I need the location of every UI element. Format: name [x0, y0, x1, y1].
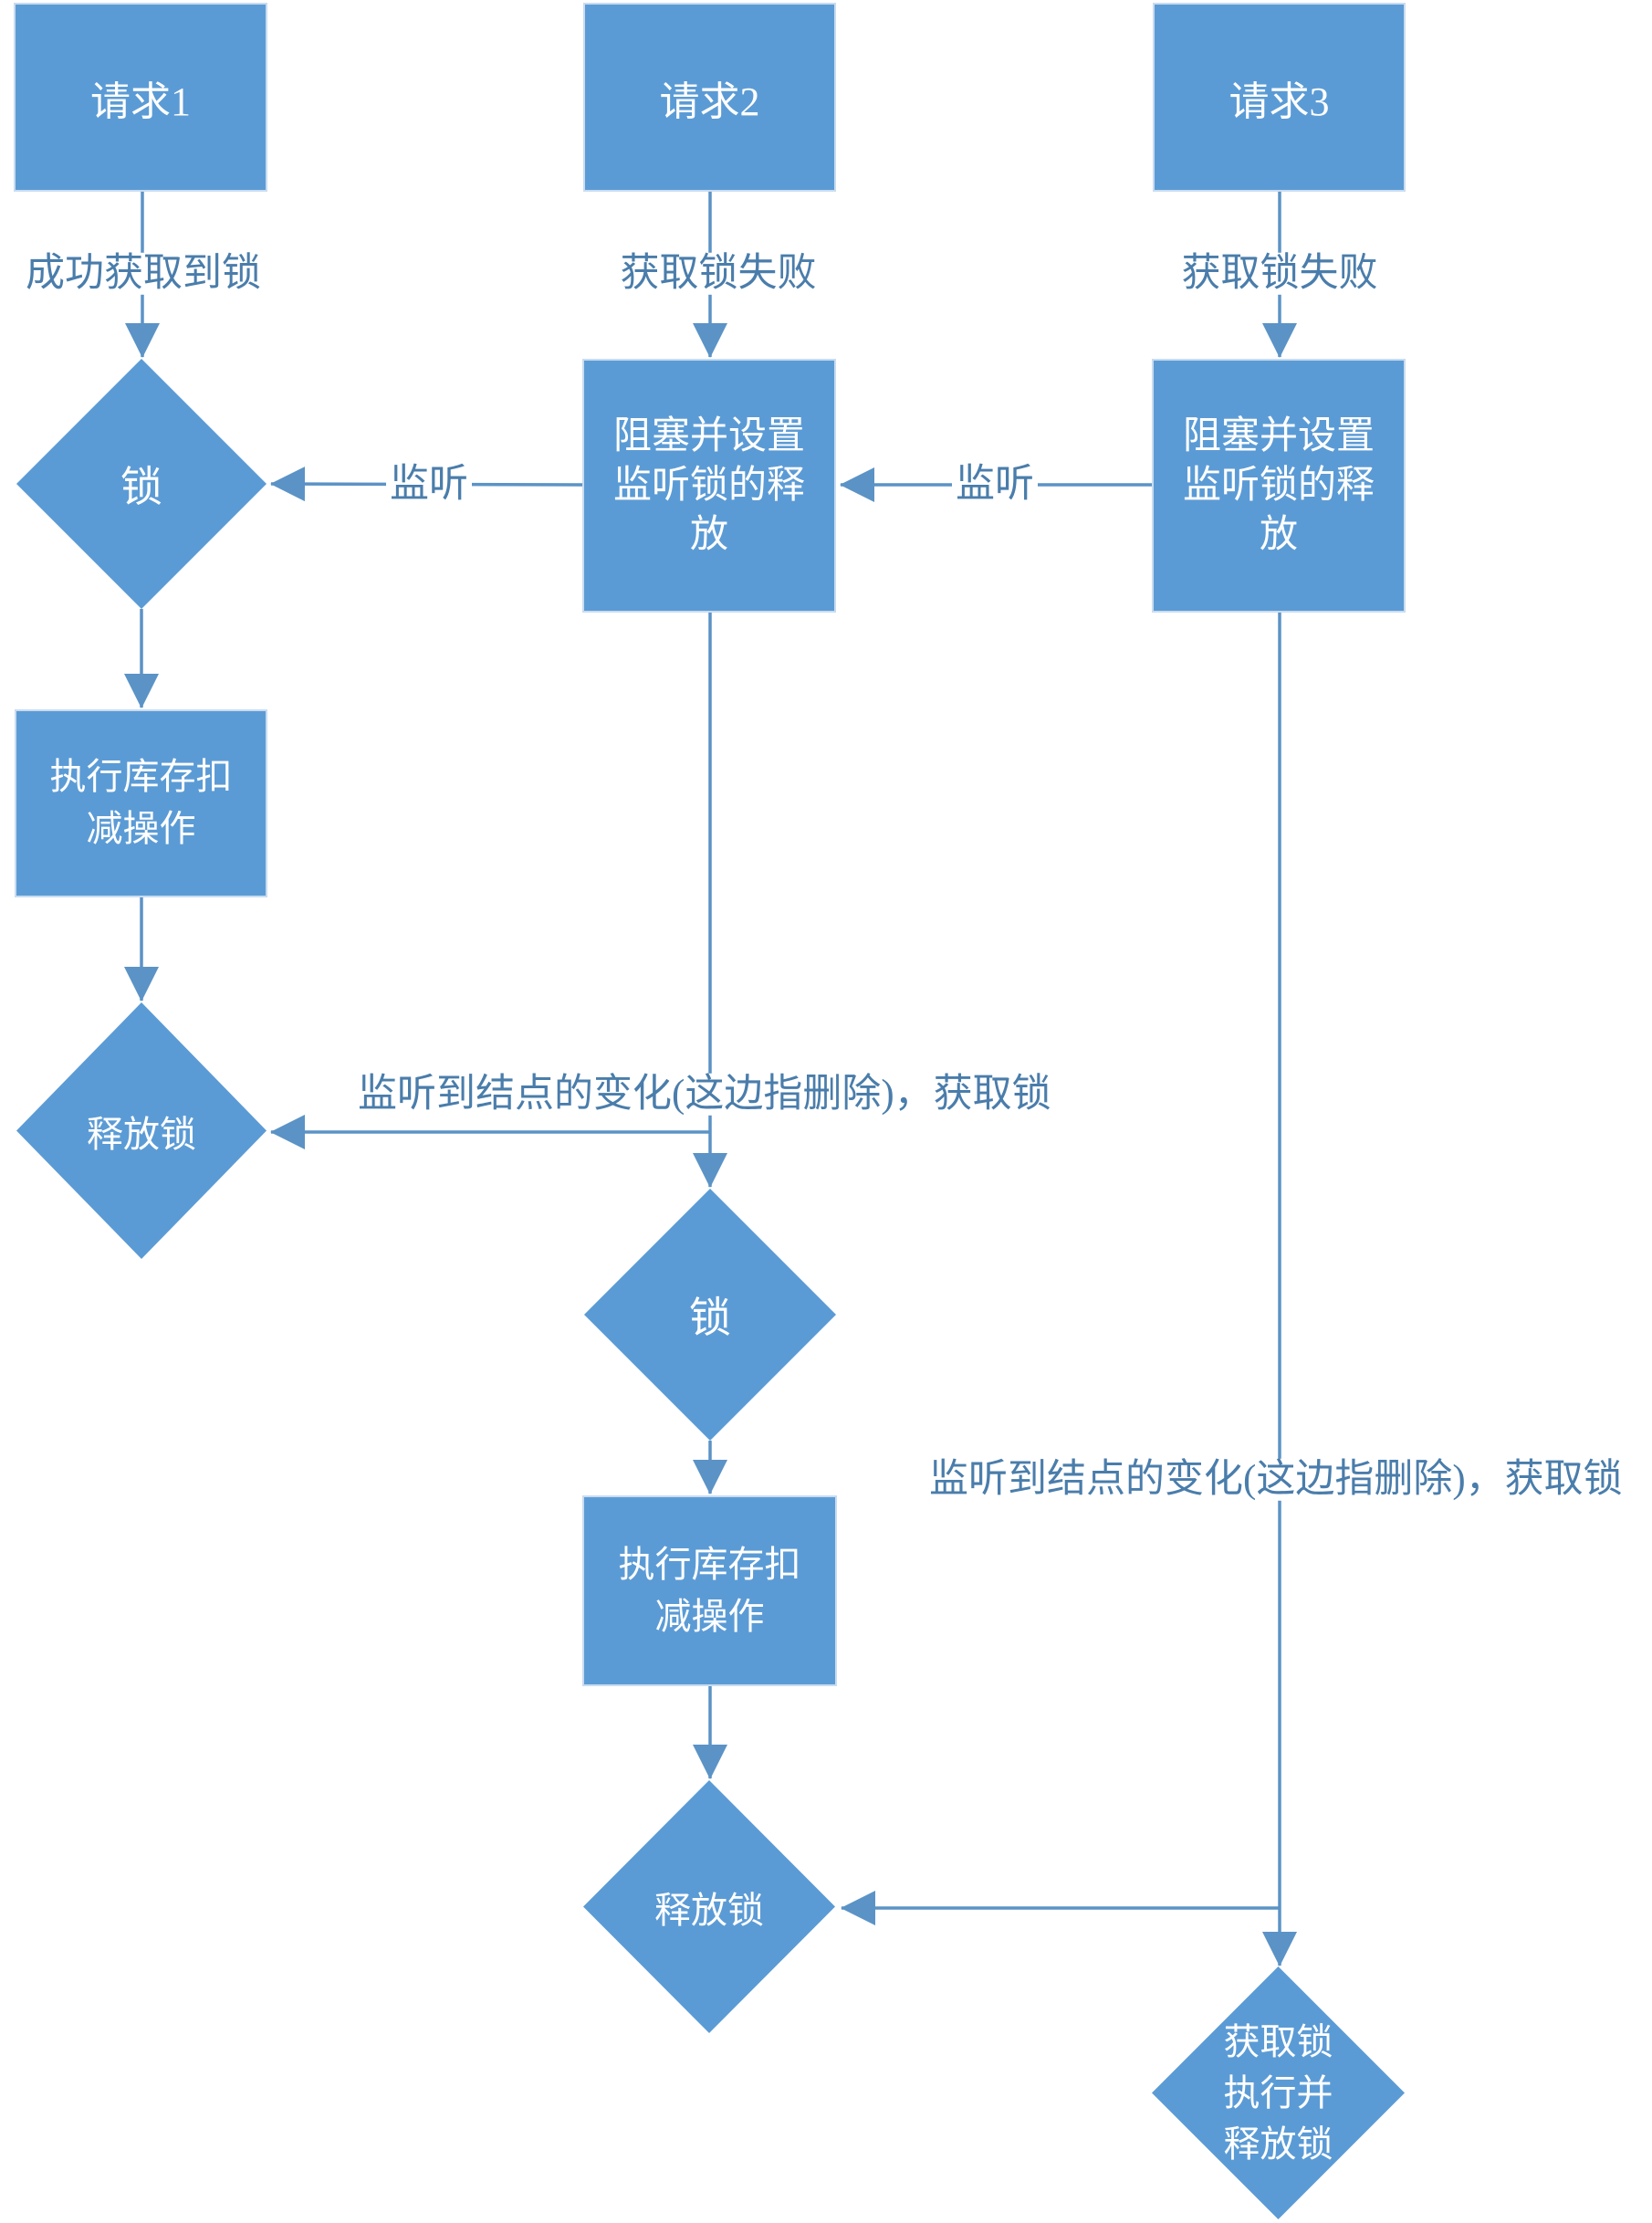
node-request-1: 请求1 — [14, 3, 267, 192]
edge-label-node-change-3: 监听到结点的变化(这边指删除)，获取锁 — [925, 1458, 1626, 1502]
edge-label-listen-2to1: 监听 — [386, 463, 472, 507]
edge-label-acquire-fail-3: 获取锁失败 — [1177, 252, 1382, 296]
node-execute-deduction-1: 执行库存扣 减操作 — [15, 709, 267, 897]
edge-label-node-change-2: 监听到结点的变化(这边指删除)，获取锁 — [354, 1073, 1055, 1117]
edge-label-acquire-fail-2: 获取锁失败 — [616, 252, 821, 296]
node-request-3: 请求3 — [1153, 3, 1406, 192]
node-block-and-listen-3: 阻塞并设置 监听锁的释 放 — [1152, 359, 1406, 613]
node-execute-deduction-2: 执行库存扣 减操作 — [582, 1495, 837, 1686]
node-request-2: 请求2 — [583, 3, 836, 192]
node-block-and-listen-2: 阻塞并设置 监听锁的释 放 — [582, 359, 836, 613]
edge-label-listen-3to2: 监听 — [952, 463, 1038, 507]
edge-label-acquire-success: 成功获取到锁 — [22, 252, 265, 296]
